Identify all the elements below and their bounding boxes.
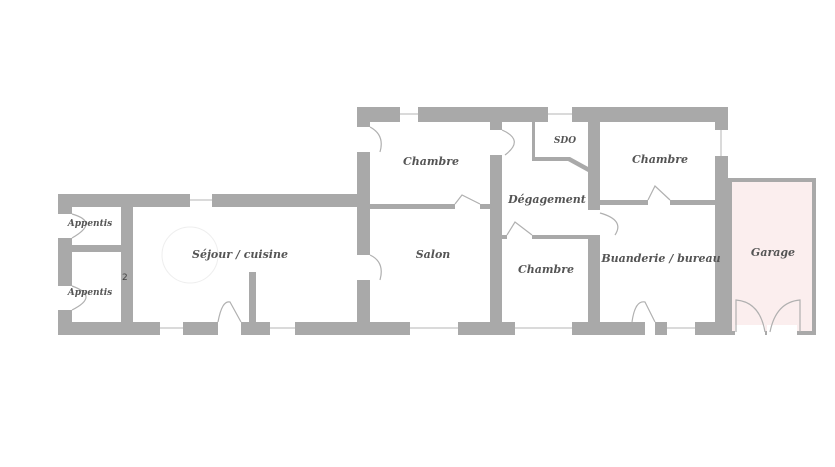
room-label-chambre-1: Chambre [403, 155, 459, 168]
walls [58, 107, 728, 335]
room-label-chambre-2: Chambre [632, 153, 688, 166]
room-label-garage: Garage [751, 246, 795, 259]
room-label-chambre-3: Chambre [518, 263, 574, 276]
room-label-sdo: SDO [554, 136, 576, 146]
room-label-appentis-bottom: Appentis [67, 288, 112, 298]
room-label-degagement: Dégagement [507, 193, 586, 206]
windows [160, 113, 722, 329]
room-label-buanderie: Buanderie / bureau [600, 252, 720, 265]
room-label-salon: Salon [416, 248, 451, 261]
garage-area [728, 178, 816, 335]
room-labels: Appentis Appentis 2 Séjour / cuisine Cha… [67, 136, 795, 298]
room-label-appentis-top: Appentis [67, 219, 112, 229]
room-label-sejour: Séjour / cuisine [192, 248, 288, 261]
doors [71, 126, 671, 323]
marker-label: 2 [122, 273, 128, 283]
